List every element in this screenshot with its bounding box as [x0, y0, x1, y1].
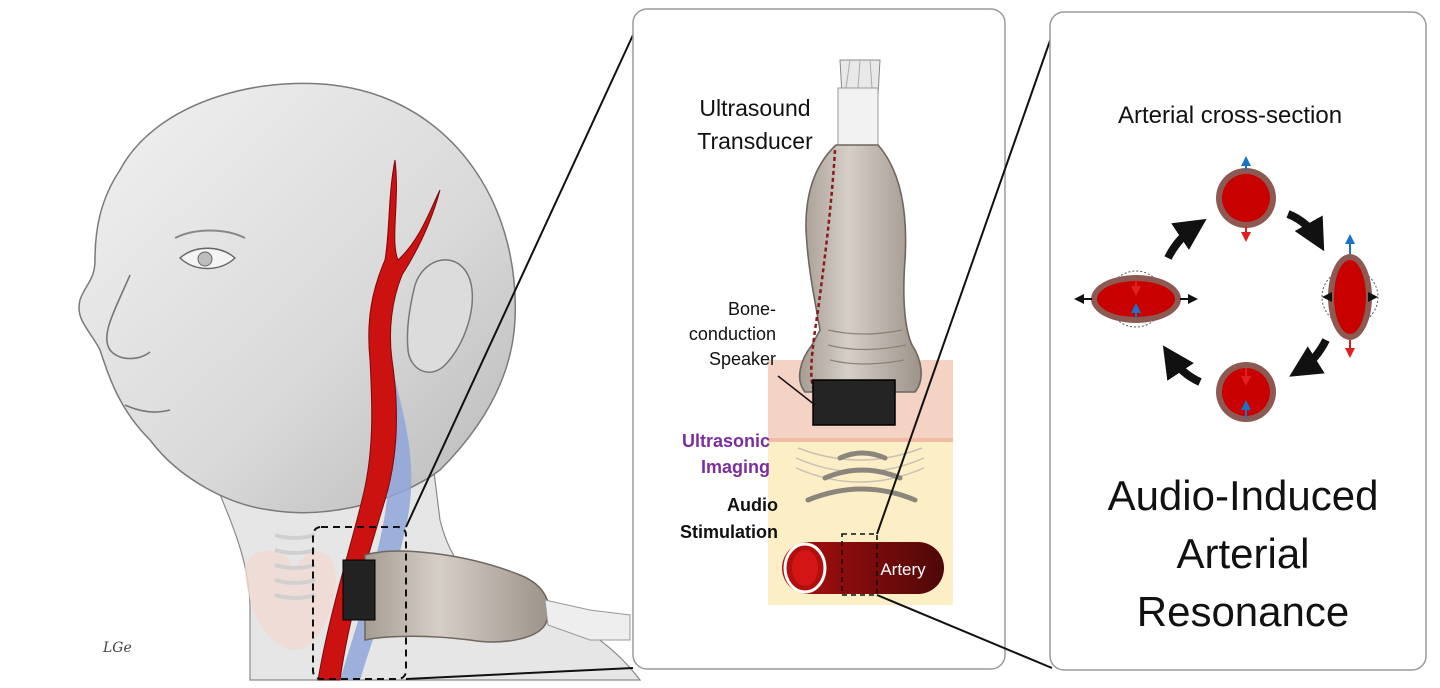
headline: Audio-Induced Arterial Resonance — [1070, 467, 1416, 641]
headline-line2: Arterial — [1176, 530, 1310, 577]
zoom-line-top — [405, 34, 634, 528]
cycle-arrow-top-left — [1164, 218, 1207, 260]
carotid-artery — [317, 159, 441, 681]
imaging-label-line2: Imaging — [700, 457, 770, 477]
neck-probe — [342, 550, 631, 643]
artery-tube: Artery — [782, 542, 944, 594]
mouth-shape — [124, 404, 171, 413]
artery-label: Artery — [880, 560, 926, 579]
cycle-arrow-bottom-left — [1162, 345, 1202, 386]
speaker-label: Bone- conduction Speaker — [660, 297, 776, 372]
head-shape — [78, 82, 517, 514]
transducer-label-line2: Transducer — [697, 128, 813, 154]
imaging-label: Ultrasonic Imaging — [650, 428, 770, 480]
zoom-line-bottom — [405, 667, 634, 680]
speaker-label-line2: conduction — [688, 324, 776, 344]
zoom-region-box — [312, 526, 407, 680]
right-panel — [1049, 11, 1427, 671]
eyebrow-shape — [174, 229, 246, 239]
eye-iris — [197, 251, 213, 267]
audio-waves — [805, 450, 918, 503]
speaker-pointer — [777, 375, 816, 406]
vessel-state-top — [1216, 156, 1276, 242]
trachea — [274, 533, 316, 600]
vessel-state-right — [1321, 234, 1379, 358]
nose-shape — [106, 274, 151, 360]
vessel-state-bottom — [1216, 362, 1276, 422]
stimulation-label-line2: Stimulation — [680, 522, 778, 542]
transducer-label: Ultrasound Transducer — [680, 92, 830, 158]
transducer-label-line1: Ultrasound — [699, 95, 811, 121]
stimulation-label-line1: Audio — [727, 495, 778, 515]
artist-signature: LGe — [102, 640, 132, 656]
cycle-arrow-top-right — [1286, 210, 1325, 252]
imaging-label-line1: Ultrasonic — [681, 431, 770, 451]
speaker-label-line3: Speaker — [708, 349, 776, 369]
ultrasound-transducer — [798, 59, 922, 393]
cross-section-title: Arterial cross-section — [1118, 102, 1343, 129]
speaker-label-line1: Bone- — [727, 299, 776, 319]
head-illustration: LGe — [78, 82, 642, 681]
ear-shape — [406, 259, 474, 373]
artery-zoom-box — [841, 533, 878, 596]
vessel-state-left — [1074, 270, 1198, 328]
zoom-line-right-top — [876, 34, 1053, 535]
bone-conduction-speaker — [812, 379, 896, 426]
headline-line1: Audio-Induced — [1107, 472, 1379, 519]
cross-section-cycle — [1074, 156, 1379, 422]
zoom-line-right-bottom — [876, 594, 1053, 669]
cycle-arrows — [1162, 210, 1330, 386]
stimulation-label: Audio Stimulation — [650, 492, 778, 546]
headline-line3: Resonance — [1136, 588, 1350, 635]
cycle-arrow-bottom-right — [1289, 338, 1330, 377]
